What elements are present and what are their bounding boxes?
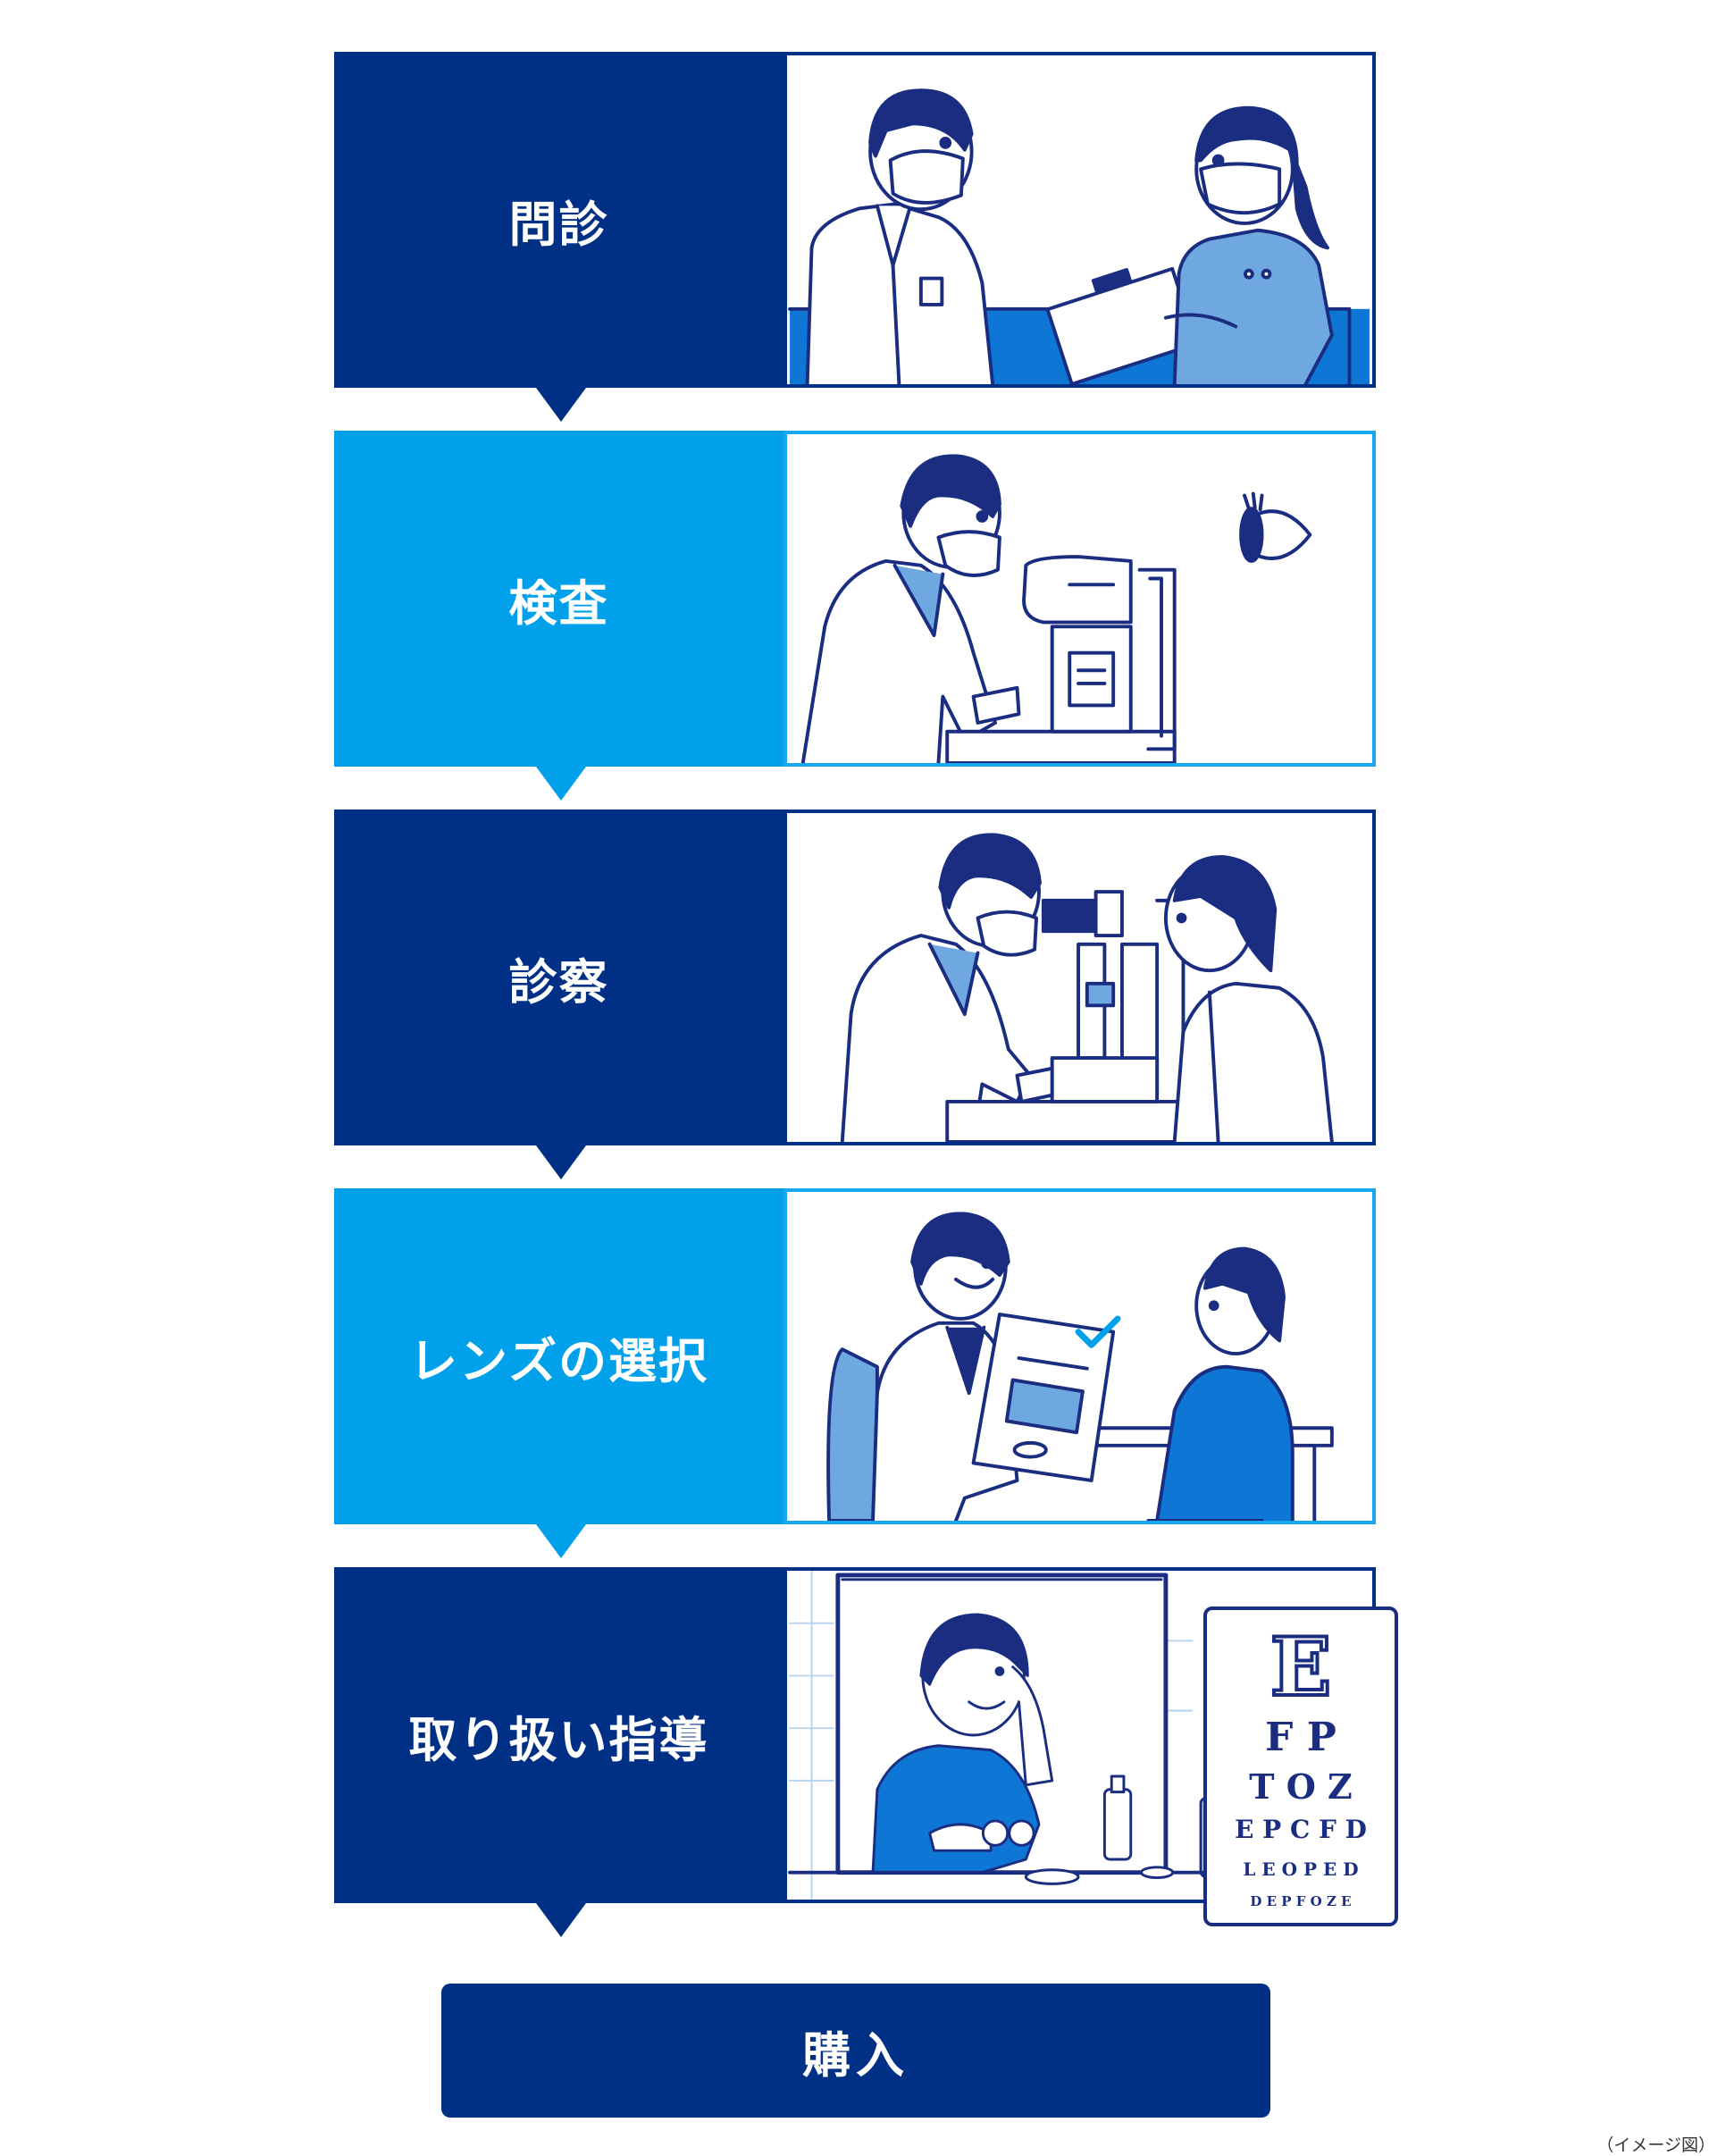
step-4-label: レンズの選択 bbox=[334, 1188, 783, 1524]
eye-chart-row-4: E P C F D bbox=[1235, 1815, 1367, 1844]
flow-arrow-1 bbox=[536, 388, 586, 422]
step-2-label: 検査 bbox=[334, 431, 783, 767]
eye-chart-row-2: F P bbox=[1265, 1715, 1336, 1760]
step-3-label: 診察 bbox=[334, 810, 783, 1145]
lens-selection-illustration bbox=[783, 1188, 1376, 1524]
diagnosis-illustration bbox=[783, 810, 1376, 1145]
flow-arrow-5 bbox=[536, 1903, 586, 1937]
eye-chart-row-1: E bbox=[1270, 1620, 1332, 1715]
examination-illustration bbox=[783, 431, 1376, 767]
step-2-examination: 検査 bbox=[334, 431, 1376, 767]
flow-arrow-4 bbox=[536, 1524, 586, 1558]
purchase-box: 購入 bbox=[441, 1984, 1270, 2118]
step-3-diagnosis: 診察 bbox=[334, 810, 1376, 1145]
step-1-label: 問診 bbox=[334, 52, 783, 388]
step-4-lens-selection: レンズの選択 bbox=[334, 1188, 1376, 1524]
image-caption: （イメージ図） bbox=[1596, 2135, 1715, 2155]
eye-chart-row-6: D E P F O Z E bbox=[1250, 1893, 1351, 1909]
step-1-consultation: 問診 bbox=[334, 52, 1376, 388]
consultation-illustration bbox=[783, 52, 1376, 388]
eye-chart-illustration: E F P T O Z E P C F D L E O P E D D E P … bbox=[1202, 1606, 1399, 1927]
flow-arrow-2 bbox=[536, 767, 586, 801]
flow-arrow-3 bbox=[536, 1145, 586, 1179]
eye-chart-row-5: L E O P E D bbox=[1243, 1858, 1358, 1880]
step-5-label: 取り扱い指導 bbox=[334, 1567, 783, 1903]
eye-chart-row-3: T O Z bbox=[1249, 1766, 1353, 1807]
